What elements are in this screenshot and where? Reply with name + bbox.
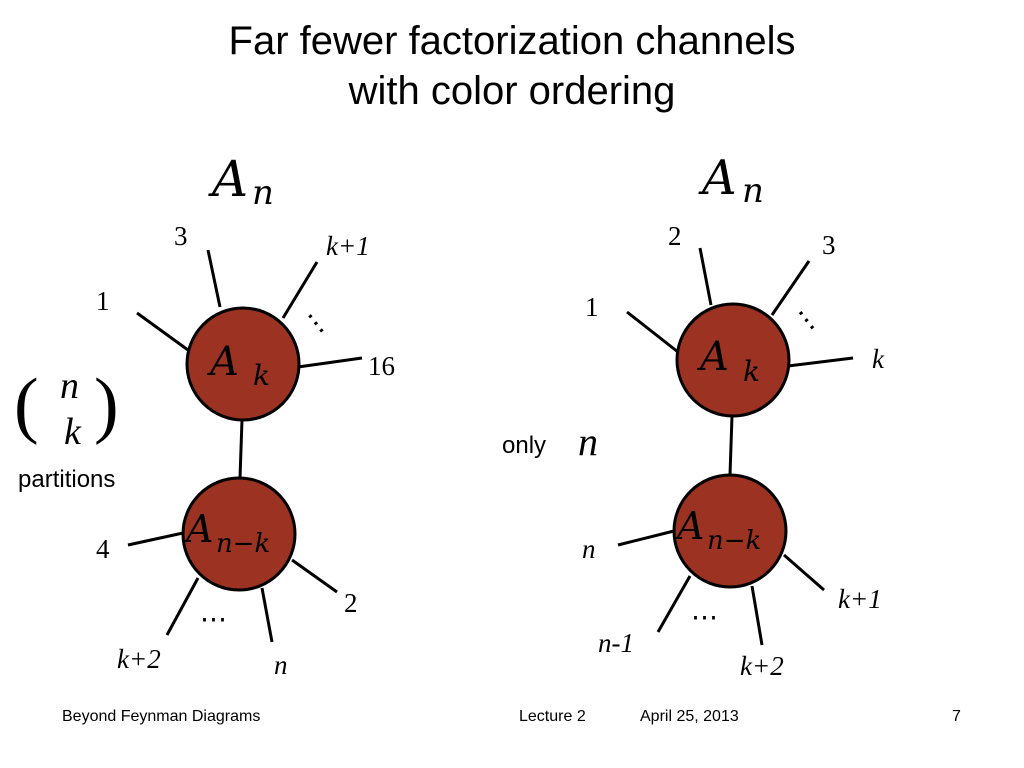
footer-date: April 25, 2013 <box>640 708 739 725</box>
left-upper-ellipsis: ⋯ <box>296 303 336 343</box>
left-leg-label-n: n <box>274 650 288 680</box>
left-amplitude-label: A <box>208 150 248 208</box>
title-line-2: with color ordering <box>348 69 676 113</box>
binomial-top: n <box>60 365 79 407</box>
left-leg-k1 <box>281 261 319 319</box>
right-amplitude-label: A <box>698 150 737 206</box>
left-upper-blob-sub: k <box>253 359 270 392</box>
left-leg-label-4: 4 <box>96 534 110 564</box>
right-leg-label-n: n <box>582 534 596 564</box>
right-leg-label-3: 3 <box>822 230 836 260</box>
left-leg-16 <box>297 356 363 369</box>
left-leg-k2 <box>165 577 200 636</box>
binomial-coefficient: ( n k ) <box>14 364 119 456</box>
title-line-1: Far fewer factorization channels <box>228 19 796 63</box>
right-upper-blob-sub: k <box>743 355 760 388</box>
footer-course: Beyond Feynman Diagrams <box>62 708 261 725</box>
right-leg-label-k2: k+2 <box>740 651 784 681</box>
left-lower-ellipsis: ⋯ <box>200 604 227 634</box>
binomial-close-paren: ) <box>94 364 119 446</box>
left-leg-4 <box>127 531 184 547</box>
right-amplitude-sub: n <box>742 171 764 211</box>
right-lower-blob-label: A <box>674 504 704 548</box>
only-label: only <box>502 432 547 459</box>
binomial-bottom: k <box>64 411 81 453</box>
partitions-label: partitions <box>18 466 116 493</box>
right-leg-label-k: k <box>872 344 885 374</box>
left-lower-blob-label: A <box>183 507 213 551</box>
right-leg-1 <box>626 310 679 354</box>
right-leg-3 <box>770 260 811 316</box>
left-lower-blob <box>181 476 297 592</box>
right-leg-label-n1: n-1 <box>598 628 634 658</box>
left-leg-label-2: 2 <box>344 588 358 618</box>
left-leg-n <box>260 587 274 643</box>
left-lower-blob-sub: n−k <box>216 529 270 559</box>
left-upper-blob-label: A <box>206 339 239 385</box>
right-leg-2 <box>698 247 713 306</box>
footer-lecture: Lecture 2 <box>519 708 586 725</box>
right-leg-n1 <box>656 575 692 633</box>
left-leg-label-k2: k+2 <box>117 644 161 674</box>
binomial-open-paren: ( <box>14 364 39 446</box>
left-leg-3 <box>206 249 222 308</box>
left-leg-label-16: 16 <box>368 351 395 381</box>
left-diagram: A n A k A n−k 1 3 k+1 16 4 k+2 n 2 ⋯ ⋯ <box>96 150 395 680</box>
right-leg-label-1: 1 <box>585 292 599 322</box>
slide-title: Far fewer factorization channels with co… <box>0 16 1024 116</box>
right-leg-k2 <box>750 585 764 646</box>
right-upper-blob <box>675 302 791 418</box>
right-leg-label-k1: k+1 <box>838 584 882 614</box>
right-lower-ellipsis: ⋯ <box>691 602 718 632</box>
left-amplitude-sub: n <box>252 173 274 213</box>
right-leg-label-2: 2 <box>668 221 682 251</box>
left-leg-label-k1: k+1 <box>326 231 370 261</box>
left-leg-label-3: 3 <box>174 221 188 251</box>
right-upper-ellipsis: ⋯ <box>787 300 827 340</box>
right-lower-blob <box>672 473 788 589</box>
right-propagator <box>728 415 734 476</box>
left-leg-label-1: 1 <box>96 286 110 316</box>
right-leg-n <box>617 529 675 547</box>
left-leg-1 <box>136 311 189 352</box>
left-upper-blob <box>185 306 301 422</box>
only-n-label: n <box>578 419 598 464</box>
right-leg-k1 <box>783 553 825 592</box>
right-upper-blob-label: A <box>696 334 729 380</box>
right-leg-k <box>787 356 854 368</box>
left-propagator <box>238 419 244 479</box>
footer-page-number: 7 <box>952 708 961 725</box>
left-leg-2 <box>291 558 338 594</box>
right-lower-blob-sub: n−k <box>707 526 761 556</box>
right-diagram: A n A k A n−k 1 2 3 k n n-1 k+2 k+1 ⋯ ⋯ <box>582 150 885 681</box>
